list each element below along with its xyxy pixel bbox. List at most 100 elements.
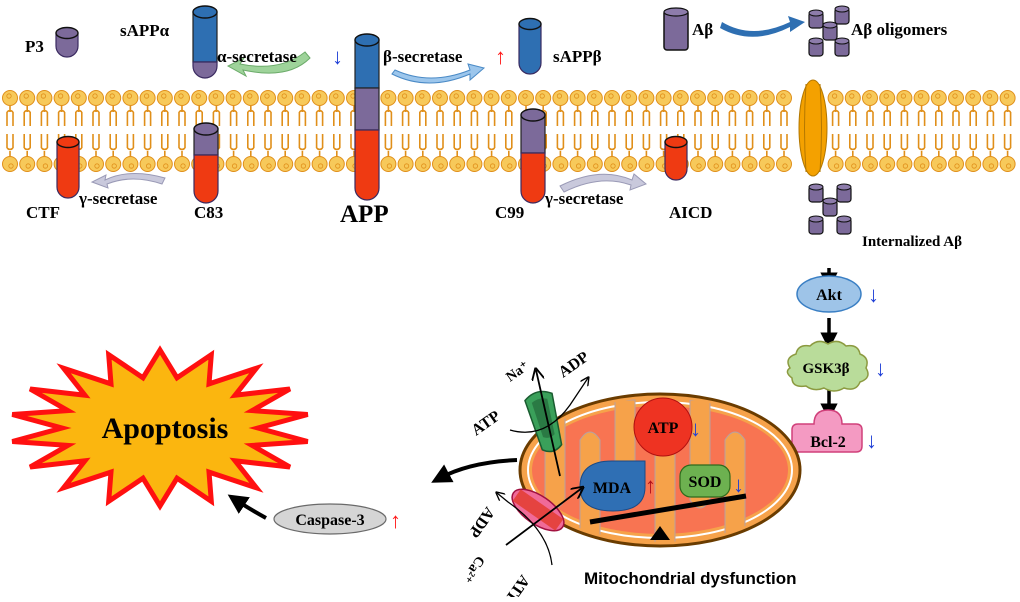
na-atpase-pump	[509, 370, 588, 477]
lipid	[586, 90, 603, 172]
lipid	[380, 90, 397, 172]
lipid	[122, 90, 139, 172]
c99-fragment	[520, 108, 546, 204]
lipid	[139, 90, 156, 172]
gsk3b-trend-arrow: ↓	[875, 356, 886, 381]
lipid	[965, 90, 982, 172]
caspase3-label: Caspase-3	[295, 512, 364, 529]
lipid	[2, 90, 18, 172]
sapp-alpha-label: sAPPα	[120, 21, 170, 40]
lipid	[569, 90, 586, 172]
lipid	[225, 90, 242, 172]
ca-pump-ion-label: Ca²⁺	[458, 553, 487, 585]
lipid	[844, 90, 861, 172]
na-pump-atp-label: ATP	[469, 408, 504, 440]
gamma-secretase-left-arrow	[90, 173, 166, 189]
c83-label: C83	[194, 203, 223, 222]
akt-trend-arrow: ↓	[868, 282, 879, 307]
lipid	[328, 90, 345, 172]
cell-membrane	[2, 90, 1016, 172]
abeta-peptide	[808, 37, 824, 57]
lipid	[741, 90, 758, 172]
abeta-monomer-icon	[663, 7, 689, 51]
sapp-beta-fragment	[518, 17, 542, 75]
akt-node	[796, 275, 862, 313]
app-label: APP	[340, 201, 389, 228]
lipid	[294, 90, 311, 172]
lipid	[414, 90, 431, 172]
gamma-secretase-left-label: γ-secretase	[78, 189, 158, 208]
mito-dysfunction-label: Mitochondrial dysfunction	[584, 569, 797, 588]
gamma-secretase-right-label: γ-secretase	[544, 189, 624, 208]
internalized-abeta-label: Internalized Aβ	[862, 234, 962, 250]
lipid	[879, 90, 896, 172]
mda-trend-arrow: ↑	[645, 473, 656, 498]
lipid	[242, 90, 259, 172]
na-pump-ion-label: Na⁺	[504, 359, 533, 385]
alpha-secretase-trend-arrow: ↓	[332, 44, 343, 69]
aicd-label: AICD	[669, 203, 712, 222]
p3-label: P3	[25, 37, 44, 56]
lipid	[724, 90, 741, 172]
sapp-alpha-fragment	[192, 5, 218, 79]
bcl2-trend-arrow: ↓	[866, 428, 877, 453]
ca-pump-atp-label: ATP	[501, 572, 533, 597]
membrane-channel	[798, 79, 828, 177]
bcl2-label: Bcl-2	[810, 434, 846, 451]
beta-secretase-trend-arrow: ↑	[495, 44, 506, 69]
abeta-peptide	[822, 21, 838, 41]
lipid	[913, 90, 930, 172]
lipid	[449, 90, 466, 172]
lipid	[896, 90, 913, 172]
alpha-secretase-label: α-secretase	[217, 47, 297, 66]
abeta-oligomers-icon	[808, 5, 850, 57]
abeta-aggregation-arrow	[720, 16, 805, 37]
mito-atp-trend-arrow: ↓	[690, 416, 701, 441]
caspase3-node	[273, 503, 387, 535]
gsk3b-node	[786, 340, 869, 392]
lipid	[621, 90, 638, 172]
lipid	[827, 90, 844, 172]
lipid	[174, 90, 190, 172]
lipid	[690, 90, 706, 172]
beta-secretase-label: β-secretase	[383, 47, 463, 66]
gsk3b-label: GSK3β	[802, 361, 849, 377]
mito-atp-label: ATP	[648, 420, 679, 437]
ca-pump	[497, 481, 582, 566]
abeta-peptide	[822, 197, 838, 217]
ctf-fragment	[56, 135, 80, 199]
abeta-oligomers-label: Aβ oligomers	[851, 20, 948, 39]
abeta-label: Aβ	[692, 20, 713, 39]
aicd-fragment	[664, 135, 688, 181]
lipid	[707, 90, 724, 172]
lipid	[36, 90, 53, 172]
ca-pump-adp-label: ADP	[465, 504, 498, 541]
na-pump-adp-label: ADP	[556, 348, 593, 381]
app-fragments	[55, 5, 688, 204]
lipid	[552, 90, 569, 172]
lipid	[604, 90, 620, 172]
internalized-abeta-icon	[808, 183, 852, 235]
lipid	[999, 90, 1016, 172]
alpha-secretase-arrow	[226, 51, 311, 78]
lipid	[483, 90, 500, 172]
sod-label: SOD	[689, 474, 722, 491]
app-protein	[354, 33, 380, 201]
lipid	[776, 90, 792, 172]
abeta-peptide	[836, 215, 852, 235]
apoptosis-label: Apoptosis	[102, 412, 229, 445]
c99-label: C99	[495, 203, 524, 222]
c83-fragment	[193, 122, 219, 204]
lipid	[758, 90, 775, 172]
lipid	[982, 90, 999, 172]
lipid	[311, 90, 328, 172]
sod-trend-arrow: ↓	[733, 472, 744, 497]
lipid	[432, 90, 448, 172]
mitochondrion	[518, 392, 802, 548]
lipid	[156, 90, 173, 172]
lipid	[500, 90, 517, 172]
lipid	[88, 90, 104, 172]
lipid	[862, 90, 878, 172]
akt-label: Akt	[816, 287, 842, 304]
